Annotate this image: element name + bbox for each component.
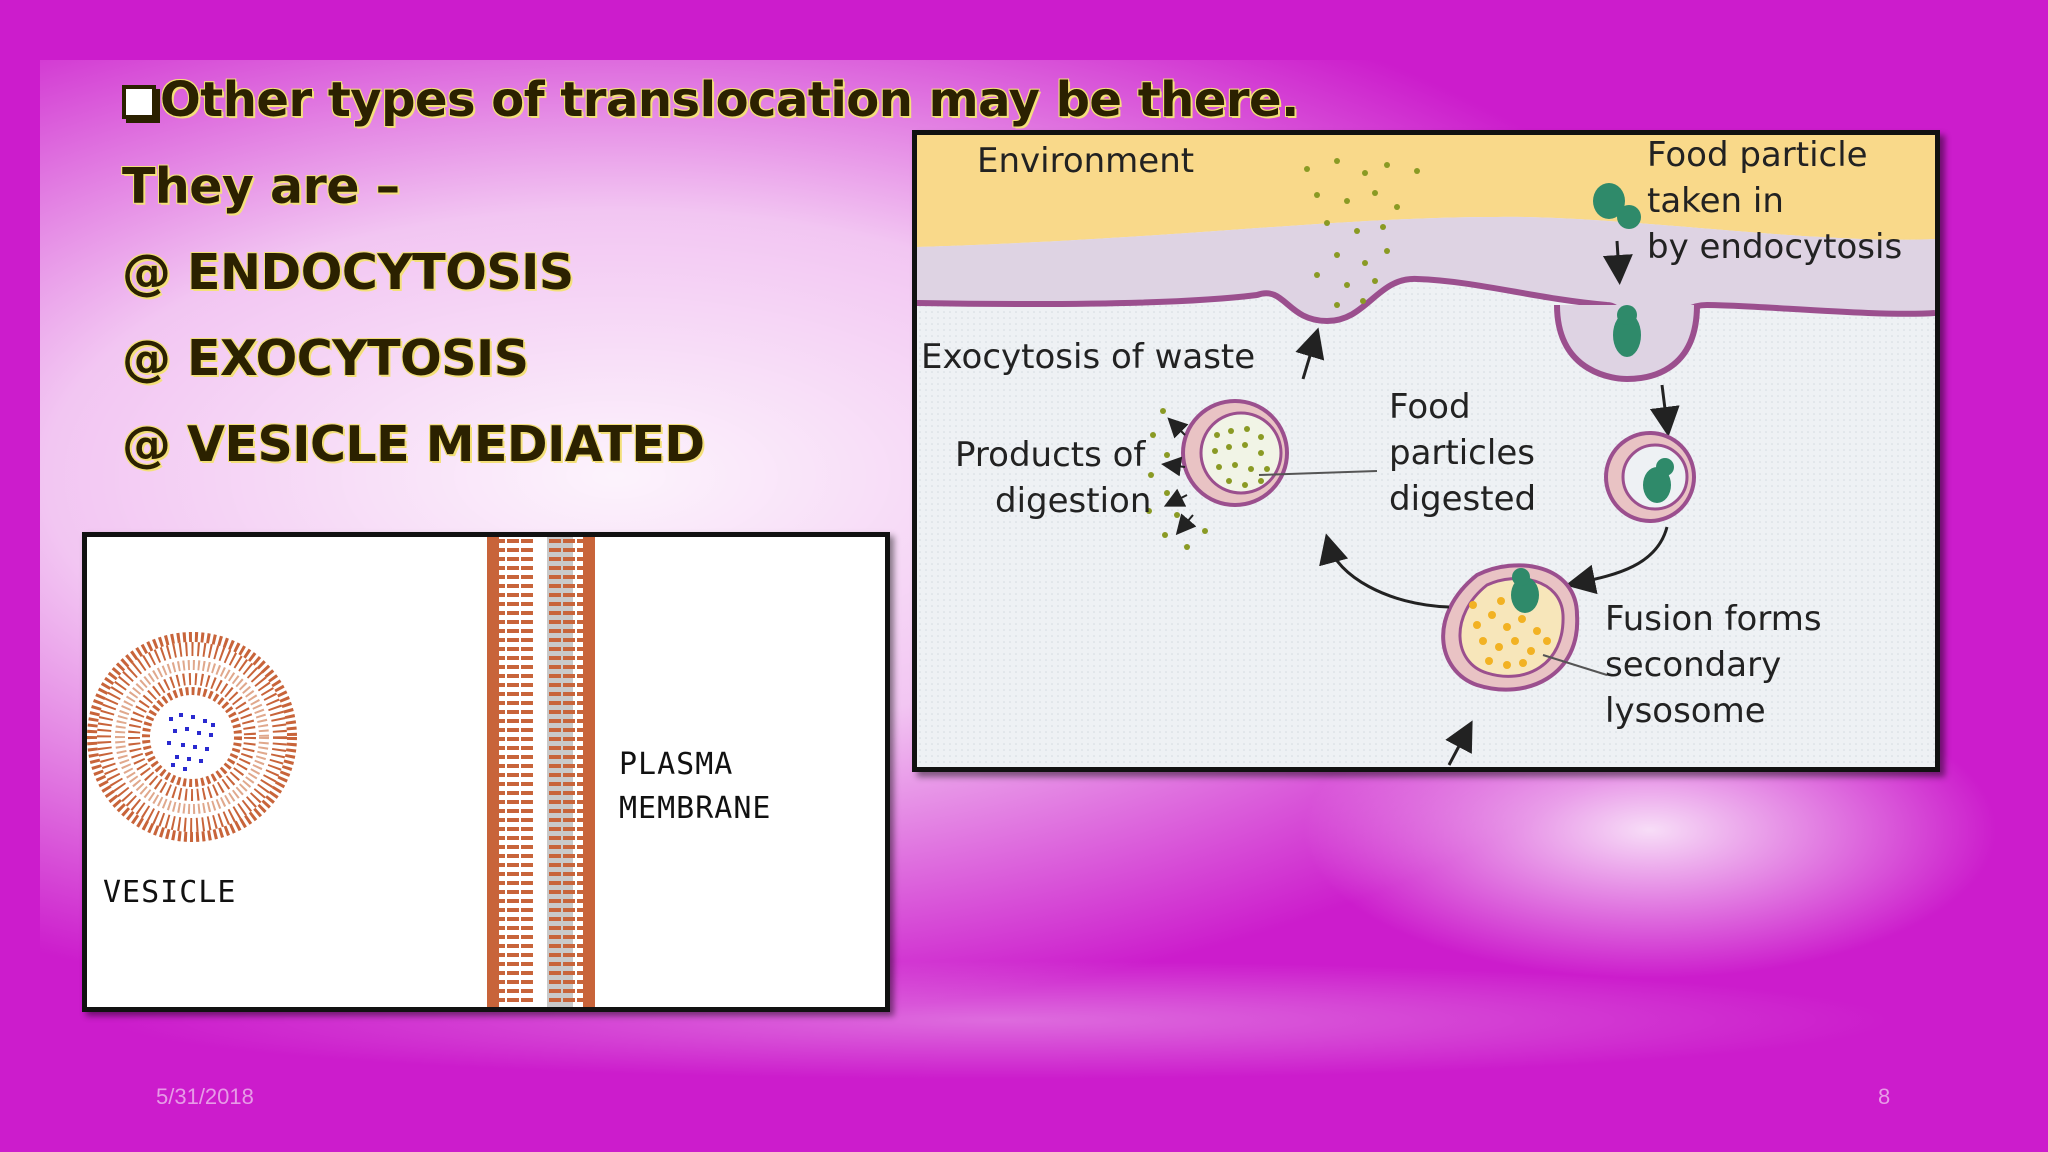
fusion-label-3: lysosome [1605, 691, 1766, 731]
intro-text: They are – [122, 158, 400, 215]
products-label-2: digestion [995, 481, 1152, 521]
vesicle-membrane-figure: VESICLE PLASMA MEMBRANE [82, 532, 890, 1012]
plasma-membrane-icon [487, 537, 595, 1007]
exocytosis-label: Exocytosis of waste [921, 337, 1256, 377]
food-digested-label-3: digested [1389, 479, 1537, 519]
slide-date: 5/31/2018 [156, 1084, 254, 1109]
food-particle-label-1: Food particle [1647, 135, 1868, 175]
fusion-label-1: Fusion forms [1605, 599, 1822, 639]
bullet-endocytosis: @ ENDOCYTOSIS [122, 244, 574, 301]
slide-title-text: Other types of translocation may be ther… [160, 72, 1299, 128]
slide-title: Other types of translocation may be ther… [122, 72, 1299, 128]
vesicle-icon [87, 632, 297, 842]
food-particle-label-2: taken in [1647, 181, 1784, 221]
plasma-label: PLASMA [619, 747, 734, 782]
bullet-exocytosis: @ EXOCYTOSIS [122, 330, 529, 387]
food-digested-label-2: particles [1389, 433, 1535, 473]
food-particle-label-3: by endocytosis [1647, 227, 1903, 267]
bullet-vesicle-mediated: @ VESICLE MEDIATED [122, 416, 705, 473]
vesicle-label: VESICLE [103, 875, 237, 910]
endocytosis-illustration [917, 135, 1935, 767]
checkbox-bullet-icon [122, 85, 156, 119]
vesicle-membrane-illustration [87, 537, 595, 1007]
products-label-1: Products of [955, 435, 1146, 475]
membrane-label: MEMBRANE [619, 791, 772, 826]
food-digested-label-1: Food [1389, 387, 1471, 427]
fusion-label-2: secondary [1605, 645, 1782, 685]
environment-label: Environment [977, 141, 1195, 181]
endocytosis-diagram: Environment Food particle taken in by en… [912, 130, 1940, 772]
slide-number: 8 [1878, 1084, 1891, 1109]
